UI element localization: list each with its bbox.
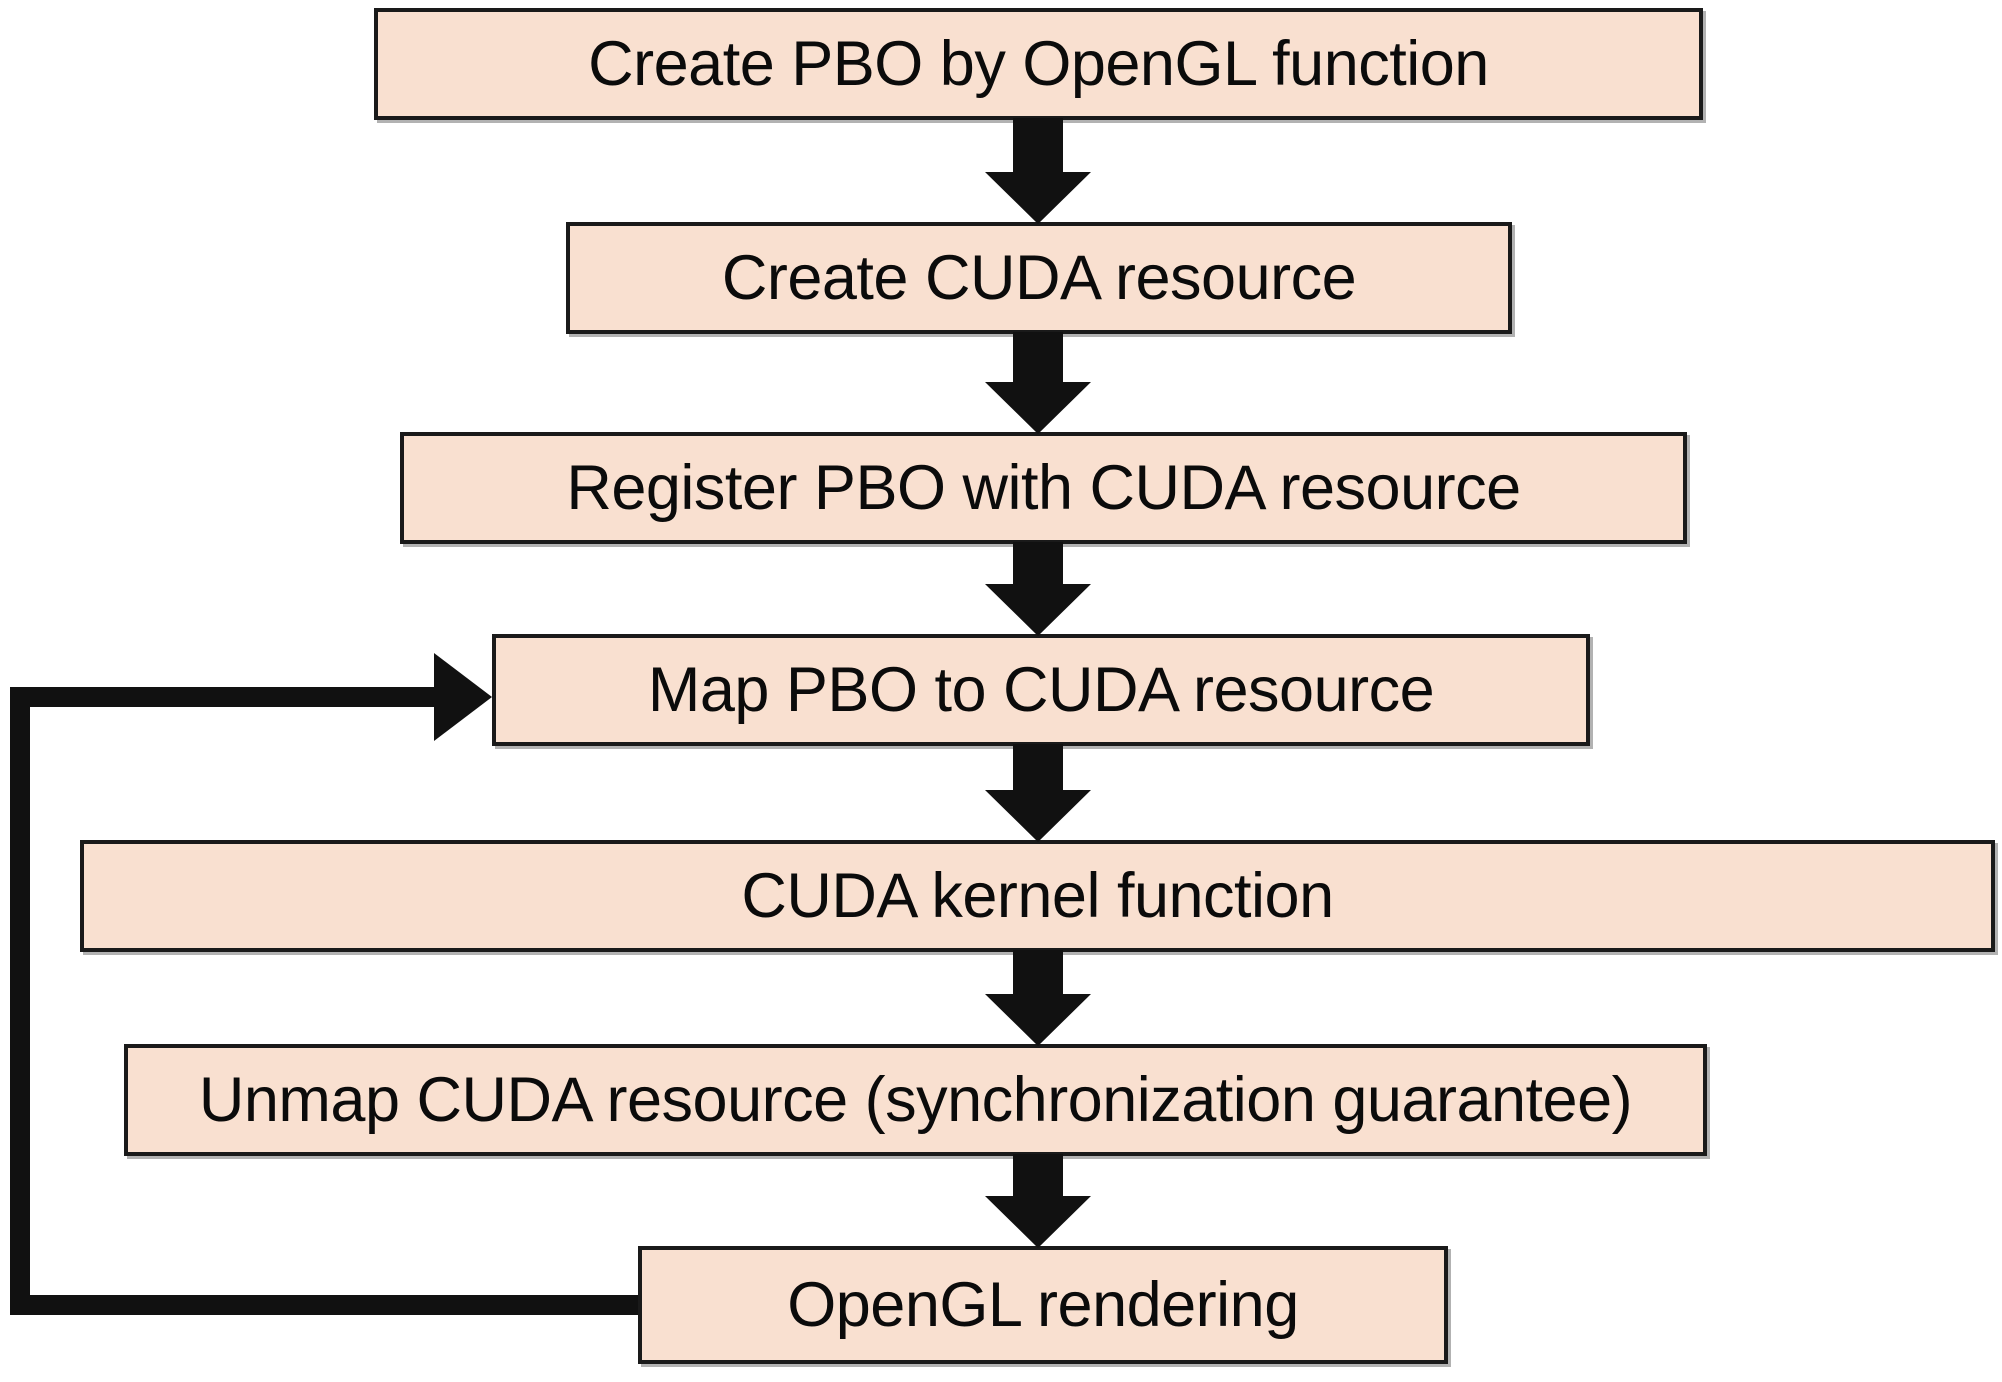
down-arrow-icon [985, 744, 1091, 842]
node-create-cuda-resource[interactable]: Create CUDA resource [566, 222, 1512, 334]
node-register-pbo[interactable]: Register PBO with CUDA resource [400, 432, 1687, 544]
down-arrow-icon [985, 1154, 1091, 1248]
node-label: Register PBO with CUDA resource [566, 452, 1521, 523]
node-unmap-cuda-resource[interactable]: Unmap CUDA resource (synchronization gua… [124, 1044, 1707, 1156]
node-label: Map PBO to CUDA resource [647, 654, 1435, 725]
node-opengl-rendering[interactable]: OpenGL rendering [638, 1246, 1448, 1364]
node-label: Create CUDA resource [721, 242, 1357, 313]
node-label: Create PBO by OpenGL function [588, 28, 1489, 99]
node-create-pbo[interactable]: Create PBO by OpenGL function [374, 8, 1703, 120]
down-arrow-icon [985, 118, 1091, 224]
node-cuda-kernel[interactable]: CUDA kernel function [80, 840, 1995, 952]
down-arrow-icon [985, 542, 1091, 636]
node-label: CUDA kernel function [741, 860, 1334, 931]
node-map-pbo[interactable]: Map PBO to CUDA resource [492, 634, 1590, 746]
down-arrow-icon [985, 332, 1091, 434]
node-label: OpenGL rendering [787, 1269, 1299, 1340]
down-arrow-icon [985, 950, 1091, 1046]
node-label: Unmap CUDA resource (synchronization gua… [198, 1064, 1633, 1135]
